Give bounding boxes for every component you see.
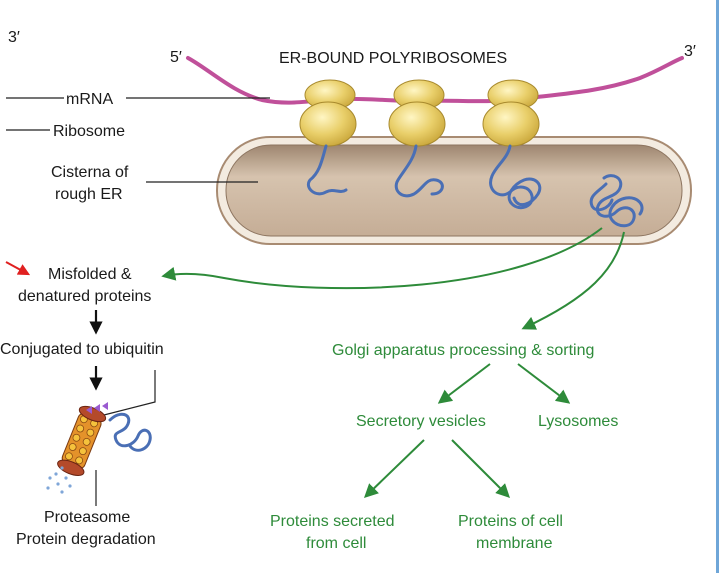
arrow-to-secreted-proteins <box>363 439 425 498</box>
ribosome-2 <box>388 79 446 147</box>
cisterna-label-line1: Cisterna of <box>51 164 129 181</box>
arrow-er-to-misfolded <box>161 227 603 290</box>
arrow-er-to-golgi <box>521 231 625 330</box>
ribosome-label: Ribosome <box>53 123 125 140</box>
mrna-label: mRNA <box>66 91 113 108</box>
cisterna-label-line2: rough ER <box>55 186 123 203</box>
nascent-protein-1 <box>307 144 348 196</box>
secretory-vesicles-label: Secretory vesicles <box>356 413 486 430</box>
misfolded-label-line2: denatured proteins <box>18 288 151 305</box>
nascent-protein-2 <box>394 144 444 198</box>
ubiquitin-label: Conjugated to ubiquitin <box>0 341 164 358</box>
rough-er-cisterna <box>216 136 692 245</box>
folded-protein-4 <box>589 174 644 228</box>
proteasome-label-line1: Proteasome <box>44 509 130 526</box>
golgi-label: Golgi apparatus processing & sorting <box>332 342 594 359</box>
nascent-protein-3 <box>489 144 542 210</box>
membrane-proteins-label-line1: Proteins of cell <box>458 513 563 530</box>
ribosome-1 <box>299 79 357 147</box>
three-prime-right-label: 3′ <box>684 43 696 60</box>
three-prime-left-label: 3′ <box>8 29 20 46</box>
proteasome-label-line2: Protein degradation <box>16 531 156 548</box>
membrane-proteins-label-line2: membrane <box>476 535 553 552</box>
misfolded-label-line1: Misfolded & <box>48 266 132 283</box>
arrow-to-membrane-proteins <box>451 439 510 498</box>
proteasome-illustration <box>46 402 152 494</box>
diagram-title: ER-BOUND POLYRIBOSOMES <box>279 50 507 67</box>
secreted-proteins-label-line2: from cell <box>306 535 366 552</box>
misfolded-red-arrow <box>5 261 31 276</box>
ribosome-3 <box>482 79 540 147</box>
window-frame-edge <box>716 0 719 573</box>
arrow-golgi-to-secretory <box>437 363 491 404</box>
secreted-proteins-label-line1: Proteins secreted <box>270 513 395 530</box>
ubiquitin-leader-line <box>99 370 156 417</box>
arrow-golgi-to-lysosomes <box>517 363 571 404</box>
five-prime-label: 5′ <box>170 49 182 66</box>
lysosomes-label: Lysosomes <box>538 413 618 430</box>
